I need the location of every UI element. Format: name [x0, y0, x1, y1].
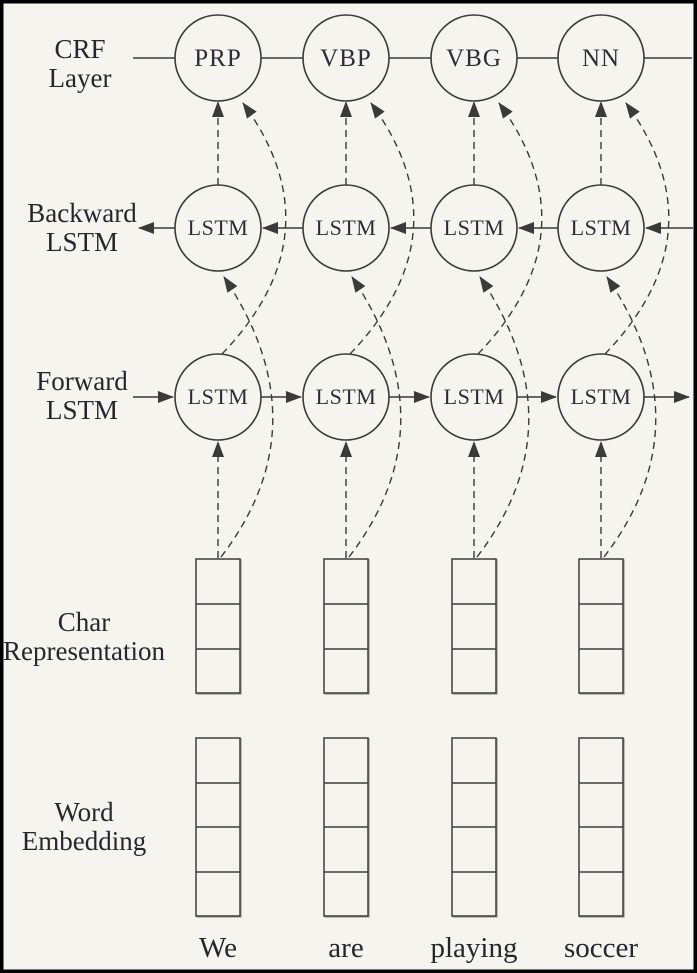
arrow-char-to-backward — [476, 276, 530, 558]
word-embedding-label-line1: Word — [54, 797, 114, 827]
char-representation-label-line2: Representation — [3, 636, 165, 666]
crf-layer-row: PRP VBP VBG NN — [133, 14, 692, 102]
backward-lstm-node — [430, 184, 518, 272]
crf-tag-label: PRP — [194, 45, 241, 72]
crf-node — [430, 14, 518, 102]
backward-lstm-row-label-line2: LSTM — [46, 227, 118, 257]
input-word: We — [199, 932, 237, 964]
row-labels: CRF Layer Backward LSTM Forward LSTM Cha… — [3, 34, 165, 856]
crf-layer-label-line2: Layer — [49, 63, 112, 93]
forward-lstm-row-label-line2: LSTM — [46, 395, 118, 425]
crf-tag-label: VBG — [446, 45, 502, 72]
forward-lstm-node — [302, 353, 390, 441]
forward-lstm-label: LSTM — [571, 384, 632, 409]
forward-lstm-label: LSTM — [316, 384, 377, 409]
input-word: are — [328, 932, 363, 964]
char-representation-label-line1: Char — [58, 607, 110, 637]
input-word: soccer — [564, 932, 638, 964]
crf-node — [302, 14, 390, 102]
backward-lstm-row: LSTM LSTM LSTM LSTM — [138, 184, 693, 272]
word-embedding-row — [195, 737, 624, 917]
backward-lstm-label: LSTM — [444, 215, 505, 240]
char-vector — [195, 558, 241, 694]
backward-lstm-label: LSTM — [571, 215, 632, 240]
crf-node — [174, 14, 262, 102]
forward-lstm-node — [557, 353, 645, 441]
backward-lstm-node — [302, 184, 390, 272]
arrow-forward-to-crf — [477, 102, 543, 355]
forward-lstm-row-label-line1: Forward — [36, 366, 128, 396]
backward-lstm-node — [557, 184, 645, 272]
forward-lstm-row: LSTM LSTM LSTM LSTM — [133, 353, 690, 441]
char-vector — [323, 558, 369, 694]
backward-lstm-row-label-line1: Backward — [27, 198, 137, 228]
char-representation-row — [195, 558, 624, 694]
arrow-forward-to-crf — [349, 102, 415, 355]
char-vector — [451, 558, 497, 694]
backward-lstm-label: LSTM — [188, 215, 249, 240]
dashed-connections — [212, 101, 670, 558]
backward-lstm-label: LSTM — [316, 215, 377, 240]
word-embedding-label-line2: Embedding — [22, 826, 146, 856]
forward-lstm-node — [430, 353, 518, 441]
arrow-forward-to-crf — [221, 102, 287, 355]
crf-tag-label: NN — [582, 45, 620, 72]
crf-tag-label: VBP — [320, 45, 372, 72]
arrow-char-to-backward — [603, 276, 657, 558]
arrow-char-to-backward — [220, 276, 274, 558]
arrow-char-to-backward — [348, 276, 402, 558]
char-vector — [578, 558, 624, 694]
backward-lstm-node — [174, 184, 262, 272]
input-words: We are playing soccer — [199, 932, 638, 964]
forward-lstm-label: LSTM — [444, 384, 505, 409]
crf-node — [557, 14, 645, 102]
forward-lstm-label: LSTM — [188, 384, 249, 409]
forward-lstm-node — [174, 353, 262, 441]
input-word: playing — [431, 932, 518, 964]
crf-layer-label-line1: CRF — [54, 34, 105, 64]
arrow-forward-to-crf — [604, 102, 670, 355]
